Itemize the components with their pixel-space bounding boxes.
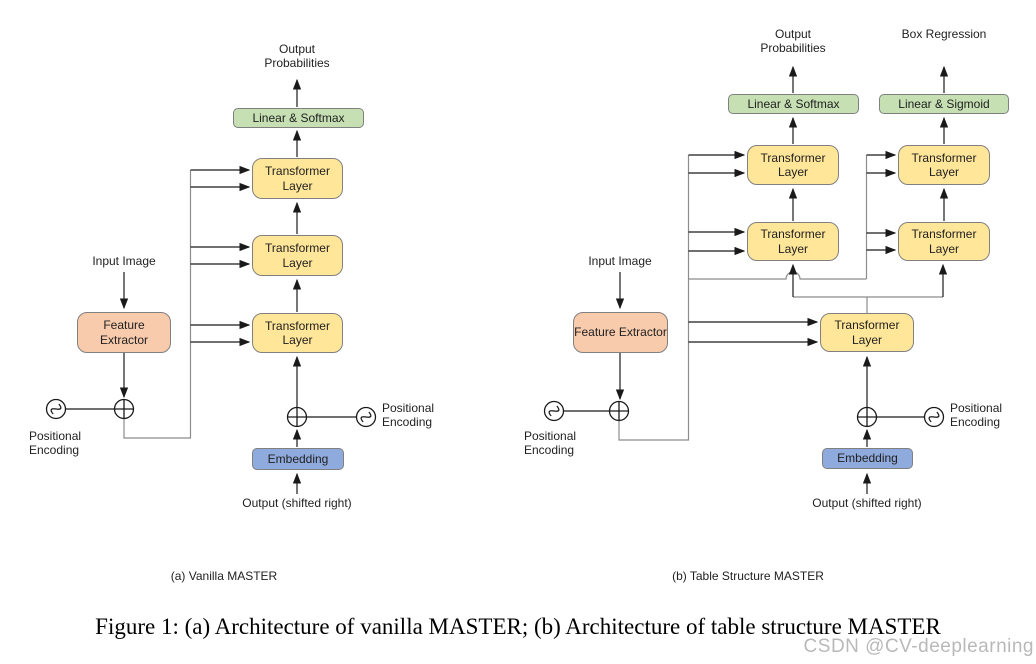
- diagram-b-arrows: [563, 65, 949, 494]
- diagram-a-arrows: [65, 78, 356, 494]
- positional-encoding-label: Positional Encoding: [29, 429, 82, 457]
- linear-sigmoid-box: Linear & Sigmoid: [879, 94, 1009, 114]
- embedding-box: Embedding: [252, 448, 344, 470]
- positional-encoding-icon: [543, 400, 565, 422]
- transformer-layer-box: Transformer Layer: [252, 235, 343, 276]
- watermark: CSDN @CV-deeplearning: [803, 636, 1034, 657]
- positional-encoding-icon: [355, 406, 377, 428]
- feature-extractor-box: Feature Extractor: [77, 312, 171, 353]
- diagram-b-routing-lines: [618, 155, 943, 441]
- positional-encoding-label: Positional Encoding: [950, 401, 1003, 429]
- output-shifted-right-label: Output (shifted right): [812, 496, 922, 510]
- feature-extractor-box: Feature Extractor: [573, 312, 668, 353]
- caption-b: (b) Table Structure MASTER: [672, 569, 824, 583]
- add-icon: [608, 400, 630, 422]
- input-image-label: Input Image: [588, 254, 652, 268]
- add-icon: [113, 398, 135, 420]
- output-probabilities-label: Output Probabilities: [264, 42, 330, 70]
- figure-caption: Figure 1: (a) Architecture of vanilla MA…: [95, 614, 941, 639]
- box-regression-label: Box Regression: [901, 27, 987, 41]
- transformer-layer-box: Transformer Layer: [252, 313, 343, 353]
- positional-encoding-icon: [923, 406, 945, 428]
- output-shifted-right-label: Output (shifted right): [242, 496, 352, 510]
- linear-softmax-box: Linear & Softmax: [233, 108, 364, 128]
- input-image-label: Input Image: [92, 254, 156, 268]
- transformer-layer-box: Transformer Layer: [252, 158, 343, 199]
- transformer-layer-box: Transformer Layer: [820, 313, 914, 352]
- linear-softmax-box: Linear & Softmax: [728, 94, 859, 114]
- transformer-layer-box: Transformer Layer: [747, 145, 839, 185]
- transformer-layer-box: Transformer Layer: [898, 222, 990, 261]
- add-icon: [856, 406, 878, 428]
- diagram-a-routing-lines: [123, 170, 192, 439]
- output-probabilities-label: Output Probabilities: [760, 27, 826, 55]
- positional-encoding-label: Positional Encoding: [524, 429, 577, 457]
- caption-a: (a) Vanilla MASTER: [170, 569, 278, 583]
- add-icon: [286, 406, 308, 428]
- transformer-layer-box: Transformer Layer: [747, 222, 839, 261]
- transformer-layer-box: Transformer Layer: [898, 145, 990, 185]
- positional-encoding-icon: [45, 398, 67, 420]
- embedding-box: Embedding: [822, 448, 913, 469]
- positional-encoding-label: Positional Encoding: [382, 401, 435, 429]
